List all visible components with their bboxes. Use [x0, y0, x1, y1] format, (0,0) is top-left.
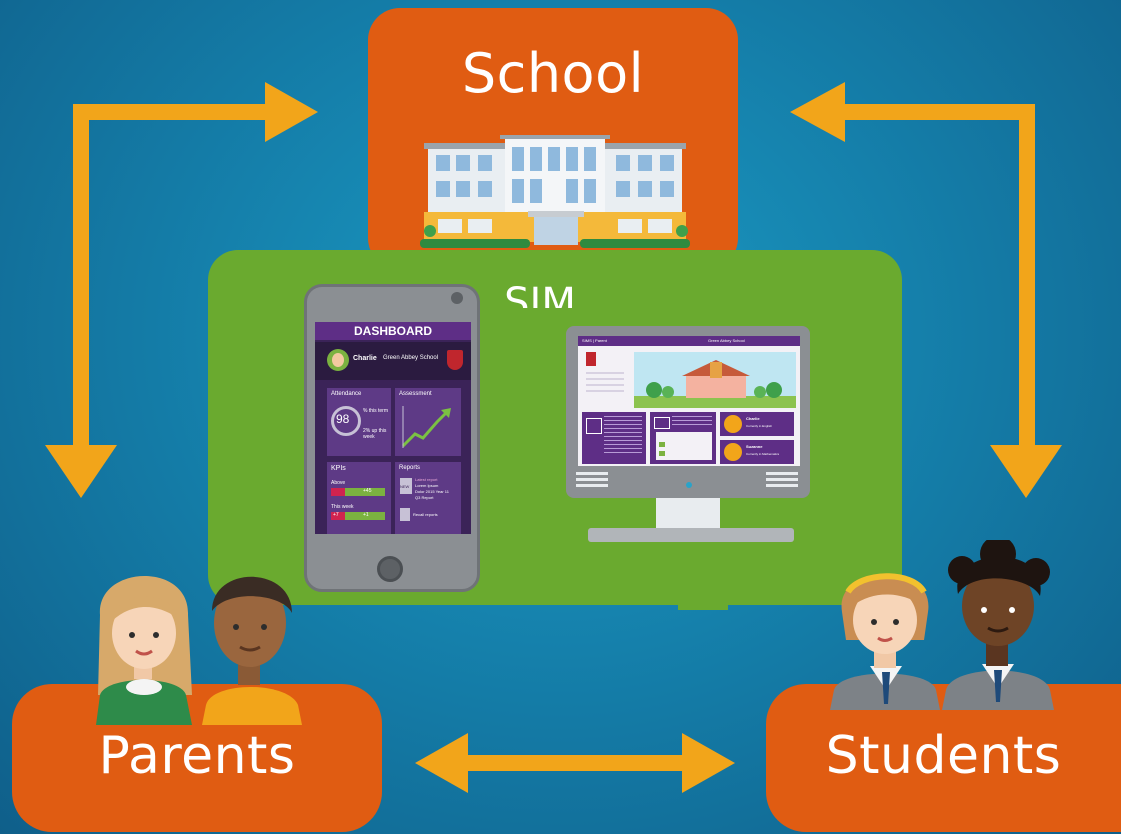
students-illustration — [830, 540, 1054, 710]
monitor-power-light — [686, 482, 692, 488]
attendance-change: 2% up this week — [363, 428, 387, 440]
kpis-title: KPIs — [331, 465, 346, 472]
report-all-link: Recall reports — [413, 512, 438, 517]
tablet-home-button — [377, 556, 403, 582]
assessment-panel: Assessment — [395, 388, 461, 456]
report-line-1: Latest report — [415, 477, 438, 482]
sims-panel-notch — [678, 598, 728, 610]
parents-label: Parents — [98, 726, 296, 786]
kpi-above-bar-green — [345, 488, 385, 496]
monitor-screen: SIMS | Parent Green Abbey School Charlie… — [578, 336, 800, 466]
dashboard-header: DASHBOARD — [315, 322, 471, 340]
dashboard-title: DASHBOARD — [354, 324, 432, 338]
attendance-title: Attendance — [331, 391, 362, 397]
school-parents-arrow — [45, 82, 318, 498]
user-avatar-face — [332, 353, 344, 367]
messages-text-lines — [672, 416, 712, 428]
user-name: Charlie — [353, 355, 377, 362]
user-school: Green Abbey School — [383, 355, 439, 361]
monitor-calendar-tile — [582, 412, 646, 464]
assessment-title: Assessment — [399, 391, 432, 397]
school-label: School — [461, 42, 645, 105]
card1-sub: Currently in English — [746, 424, 773, 428]
students-label: Students — [825, 726, 1062, 786]
parents-illustration — [96, 575, 302, 725]
sims-label: SIM — [504, 280, 576, 308]
messages-list — [656, 432, 712, 460]
report-line-4: Q3 Report — [415, 495, 434, 500]
students-label-area: Students — [766, 726, 1121, 806]
attendance-value: 98 — [336, 412, 350, 426]
attendance-pct: % this term — [363, 408, 389, 414]
tablet-screen: DASHBOARD Charlie Green Abbey School Att… — [315, 322, 471, 534]
kpi-above-value: +45 — [363, 488, 372, 494]
kpi-week-value: +1 — [363, 512, 369, 518]
school-building-illustration — [420, 135, 690, 248]
card1-name: Charlie — [746, 416, 760, 421]
message-item-icon — [659, 442, 665, 447]
kpi-above-label: Above — [331, 480, 346, 486]
girl-student-figure — [830, 573, 940, 710]
school-crest-icon — [447, 350, 463, 370]
report-line-3: Dolor 2015 Year 11 — [415, 489, 449, 494]
reports-title: Reports — [399, 465, 421, 471]
boy-student-figure — [942, 540, 1054, 710]
student-avatar — [724, 443, 742, 461]
assessment-trend-icon — [401, 406, 451, 448]
kpis-panel: KPIs Above +45 This week +7 +1 — [327, 462, 391, 534]
parents-label-area: Parents — [12, 726, 382, 806]
dashboard-user-row: Charlie Green Abbey School — [315, 342, 471, 380]
calendar-text-lines — [604, 416, 642, 456]
kpi-week-label: This week — [331, 504, 354, 510]
attendance-gauge — [331, 406, 361, 436]
reports-panel: Reports NEW Latest report Lorem Ipsum Do… — [395, 462, 461, 534]
kpi-week-bar-green — [345, 512, 385, 520]
card2-sub: Currently in Mathematics — [746, 452, 780, 456]
tablet-camera — [451, 292, 463, 304]
attendance-panel: Attendance 98 % this term 2% up this wee… — [327, 388, 391, 456]
monitor-messages-tile — [650, 412, 716, 464]
parents-students-arrow — [415, 733, 735, 793]
monitor-student-card-1: Charlie Currently in English — [720, 412, 794, 436]
monitor-school-crest-icon — [586, 352, 596, 366]
card2-name: Suzanne — [746, 444, 763, 449]
monitor-info-lines — [586, 372, 624, 394]
message-item-icon — [659, 451, 665, 456]
mother-figure — [96, 575, 192, 725]
monitor-school-banner — [634, 352, 796, 408]
report-line-2: Lorem Ipsum — [415, 483, 439, 488]
school-label-area: School — [368, 42, 738, 112]
report-document-icon — [400, 478, 412, 494]
monitor-stand — [656, 498, 720, 530]
student-avatar — [724, 415, 742, 433]
kpi-week-left: +7 — [333, 512, 339, 518]
monitor-speaker-grilles — [576, 472, 798, 487]
envelope-icon — [654, 417, 670, 429]
report-new-badge: NEW — [400, 484, 410, 489]
reports-document-icon — [400, 508, 410, 521]
monitor-topbar-right: Green Abbey School — [708, 338, 745, 343]
calendar-icon — [586, 418, 602, 434]
kpi-above-bar-red — [331, 488, 345, 496]
kpi-week-bar-red — [331, 512, 345, 520]
parents-node — [12, 684, 382, 832]
monitor-student-card-2: Suzanne Currently in Mathematics — [720, 440, 794, 464]
school-students-arrow — [790, 82, 1062, 498]
monitor-topbar-left: SIMS | Parent — [582, 338, 607, 343]
monitor-topbar: SIMS | Parent Green Abbey School — [578, 336, 800, 346]
father-figure — [202, 576, 302, 725]
monitor-base — [588, 528, 794, 542]
